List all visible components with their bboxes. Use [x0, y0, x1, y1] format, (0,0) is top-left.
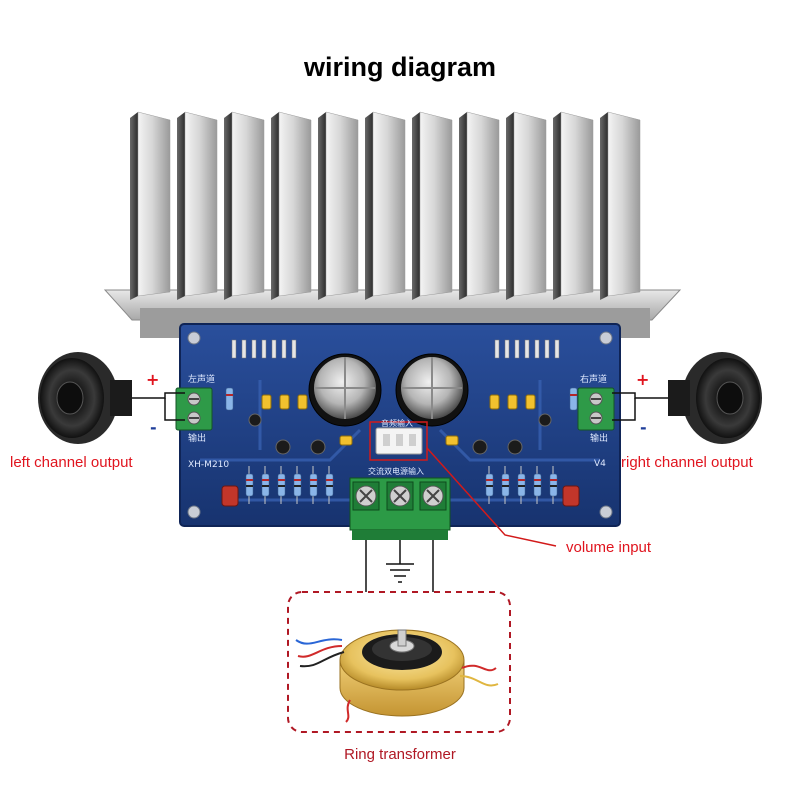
right-channel-output-label: right channel output — [621, 454, 753, 471]
board-corner-mark: V4 — [594, 459, 606, 469]
power-input-silk: 交流双电源输入 — [368, 466, 424, 476]
ic-pin — [524, 339, 530, 359]
heatsink-fin — [506, 111, 547, 300]
ic-pin — [514, 339, 520, 359]
heatsink-fin — [177, 111, 218, 300]
right-silk-bottom: 输出 — [590, 432, 608, 444]
left-channel-output-label: left channel output — [10, 454, 133, 471]
ac-power-terminal — [349, 477, 451, 540]
heatsink-fin — [318, 111, 359, 300]
resistor — [533, 466, 542, 504]
resistor — [245, 466, 254, 504]
ic-pin — [251, 339, 257, 359]
audio-input-connector — [375, 427, 423, 455]
amplifier-board: 左声道 输出 右声道 输出 XH-M210 音频输入 交流双电源输入 V4 — [175, 323, 621, 540]
left-minus-mark: - — [150, 418, 157, 437]
ic-pin — [271, 339, 277, 359]
ic-pin — [281, 339, 287, 359]
heatsink-fin — [224, 111, 265, 300]
left-silk-top: 左声道 — [188, 373, 215, 385]
ic-pin — [504, 339, 510, 359]
resistor — [277, 466, 286, 504]
resistor — [517, 466, 526, 504]
resistor — [569, 387, 578, 411]
power-wires — [365, 540, 434, 592]
ring-transformer-label: Ring transformer — [344, 746, 456, 763]
transformer-dashed-box — [287, 591, 511, 733]
ic-pin — [494, 339, 500, 359]
right-plus-mark: + — [636, 370, 650, 389]
heatsink-fin — [130, 111, 171, 300]
right-output-terminal — [577, 387, 615, 431]
heatsink-fin — [553, 111, 594, 300]
left-output-terminal — [175, 387, 213, 431]
filter-capacitors — [308, 353, 469, 427]
diagram-title: wiring diagram — [303, 52, 497, 82]
heatsink-fin — [365, 111, 406, 300]
terminal-screw — [352, 481, 380, 511]
volume-input-highlight — [369, 421, 428, 461]
heatsink-fin — [412, 111, 453, 300]
resistor — [293, 466, 302, 504]
left-silk-bottom: 输出 — [188, 432, 206, 444]
resistor — [501, 466, 510, 504]
resistor — [309, 466, 318, 504]
ic-pin — [544, 339, 550, 359]
resistor — [485, 466, 494, 504]
ic-pin — [554, 339, 560, 359]
resistor — [261, 466, 270, 504]
ic-pin — [231, 339, 237, 359]
heatsink-fin — [459, 111, 500, 300]
ic-pin — [534, 339, 540, 359]
signal-input-silk: 音频输入 — [381, 418, 413, 428]
speaker-wires — [132, 392, 668, 421]
ic-pin — [261, 339, 267, 359]
resistor — [225, 387, 234, 411]
terminal-screw — [386, 481, 414, 511]
resistor — [325, 466, 334, 504]
volume-input-pointer — [426, 447, 557, 547]
ic-pin — [291, 339, 297, 359]
right-speaker — [668, 352, 762, 444]
heatsink-fin — [600, 111, 641, 300]
heatsink — [103, 111, 682, 338]
terminal-screw — [419, 481, 447, 511]
left-speaker — [38, 352, 132, 444]
left-plus-mark: + — [146, 370, 160, 389]
volume-input-label: volume input — [566, 539, 652, 556]
resistor — [549, 466, 558, 504]
ic-pin — [241, 339, 247, 359]
heatsink-fin — [271, 111, 312, 300]
right-minus-mark: - — [640, 418, 647, 437]
ring-transformer — [295, 629, 499, 723]
right-silk-top: 右声道 — [580, 373, 607, 385]
board-model: XH-M210 — [188, 460, 229, 470]
